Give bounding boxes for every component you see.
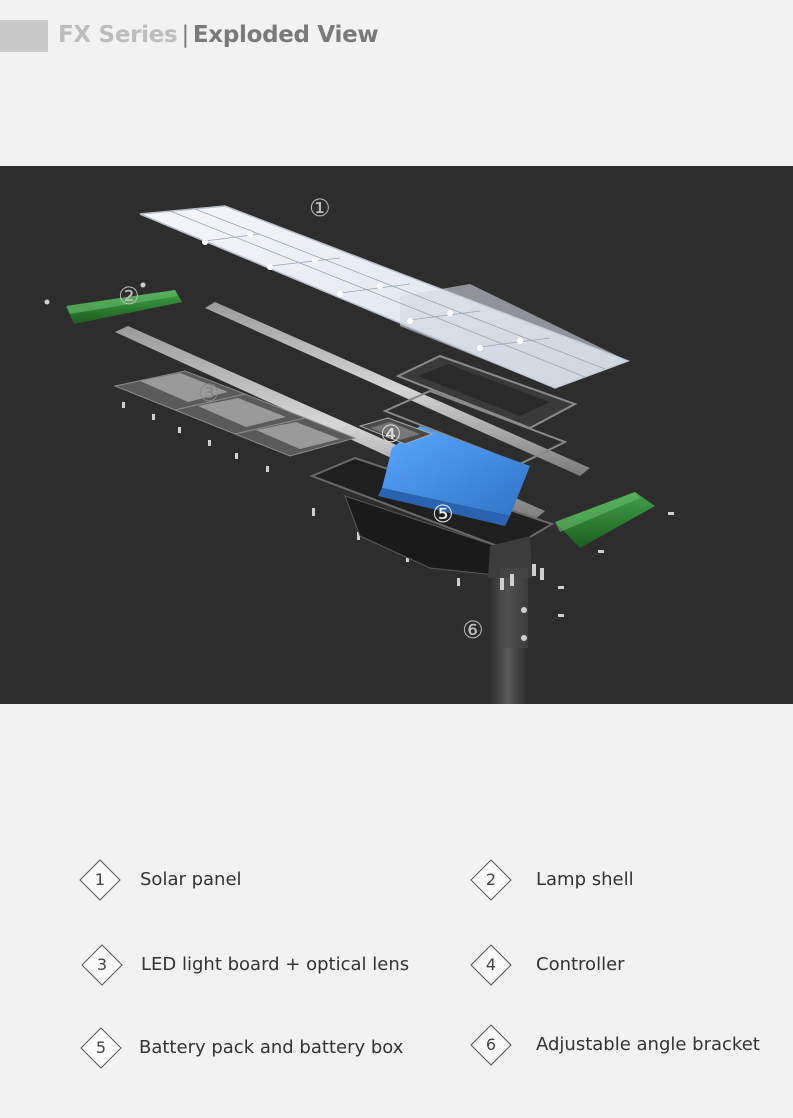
diamond-icon (469, 943, 513, 987)
title-separator: | (181, 22, 189, 48)
exploded-view-illustration: ① ② ③ ④ ⑤ ⑥ (0, 166, 793, 704)
top-rail (205, 302, 590, 476)
callout-1: ① (309, 194, 331, 222)
legend-number: 6 (485, 1035, 497, 1054)
legend-number: 1 (94, 870, 106, 889)
callout-4: ④ (380, 420, 402, 448)
diamond-icon (80, 943, 124, 987)
lamp-shell-right-cap (555, 492, 655, 548)
title-series: FX Series (58, 22, 178, 48)
legend-label: LED light board + optical lens (141, 954, 410, 975)
callout-6: ⑥ (462, 616, 484, 644)
diamond-icon (469, 858, 513, 902)
callout-3: ③ (198, 379, 220, 407)
pole-and-bracket (488, 536, 544, 704)
callout-5: ⑤ (432, 500, 454, 528)
page-title: FX Series|Exploded View (58, 22, 379, 48)
screws (122, 402, 674, 617)
title-view: Exploded View (192, 22, 379, 48)
callout-labels: ① ② ③ ④ ⑤ ⑥ (118, 194, 484, 644)
diamond-icon (78, 858, 122, 902)
legend-label: Battery pack and battery box (139, 1037, 404, 1058)
legend-label: Controller (536, 954, 625, 975)
legend-number: 2 (485, 870, 497, 889)
diamond-icon (79, 1026, 123, 1070)
solar-panel-shape (139, 205, 631, 389)
diamond-icon (469, 1023, 513, 1067)
legend-number: 5 (95, 1038, 107, 1057)
legend-number: 3 (96, 955, 108, 974)
header-accent-bar (0, 20, 48, 52)
legend-number: 4 (485, 955, 497, 974)
page-header: FX Series|Exploded View (0, 20, 793, 52)
battery-housing (309, 426, 555, 577)
callout-2: ② (118, 282, 140, 310)
legend-label: Adjustable angle bracket (536, 1034, 760, 1055)
controller-shape (358, 417, 434, 445)
legend-label: Lamp shell (536, 869, 634, 890)
led-light-boards (113, 370, 357, 457)
legend-label: Solar panel (140, 869, 242, 890)
lamp-shell-left-cap (44, 282, 182, 324)
